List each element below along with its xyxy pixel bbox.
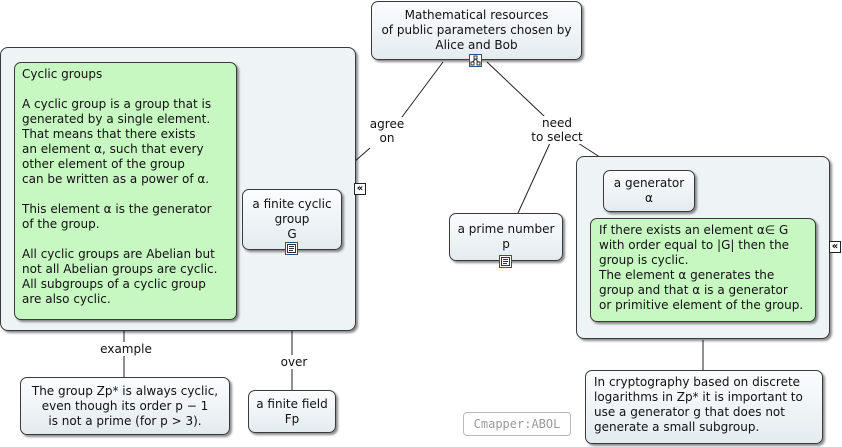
link-label-over: over — [276, 355, 312, 369]
link-root-need — [486, 61, 546, 118]
concept-crypto-note[interactable]: In cryptography based on discrete logari… — [585, 370, 823, 444]
collapse-left-group-button[interactable]: « — [354, 183, 366, 195]
generator-description: If there exists an element α∈ G with ord… — [590, 218, 816, 322]
concept-generator[interactable]: a generator α — [603, 170, 695, 212]
collapse-right-group-button[interactable]: « — [829, 241, 841, 253]
document-icon[interactable] — [499, 255, 512, 268]
link-label-agree-on: agree on — [366, 117, 408, 145]
concept-finite-cyclic-group[interactable]: a finite cyclic group G — [242, 189, 342, 250]
link-need-prime — [517, 142, 551, 214]
link-root-agree — [401, 61, 444, 118]
concept-zp-example[interactable]: The group Zp* is always cyclic, even tho… — [20, 377, 230, 435]
link-label-example: example — [95, 342, 157, 356]
concept-root-mathematical-resources[interactable]: Mathematical resources of public paramet… — [371, 1, 582, 60]
document-icon[interactable] — [285, 242, 298, 255]
cyclic-groups-description: Cyclic groups A cyclic group is a group … — [14, 62, 237, 320]
link-label-need-to-select: need to select — [527, 116, 587, 144]
sub-map-icon[interactable] — [469, 54, 482, 67]
cmapper-watermark: Cmapper:ABOL — [463, 412, 571, 436]
concept-finite-field[interactable]: a finite field Fp — [248, 390, 336, 433]
concept-prime-number[interactable]: a prime number p — [449, 213, 563, 261]
